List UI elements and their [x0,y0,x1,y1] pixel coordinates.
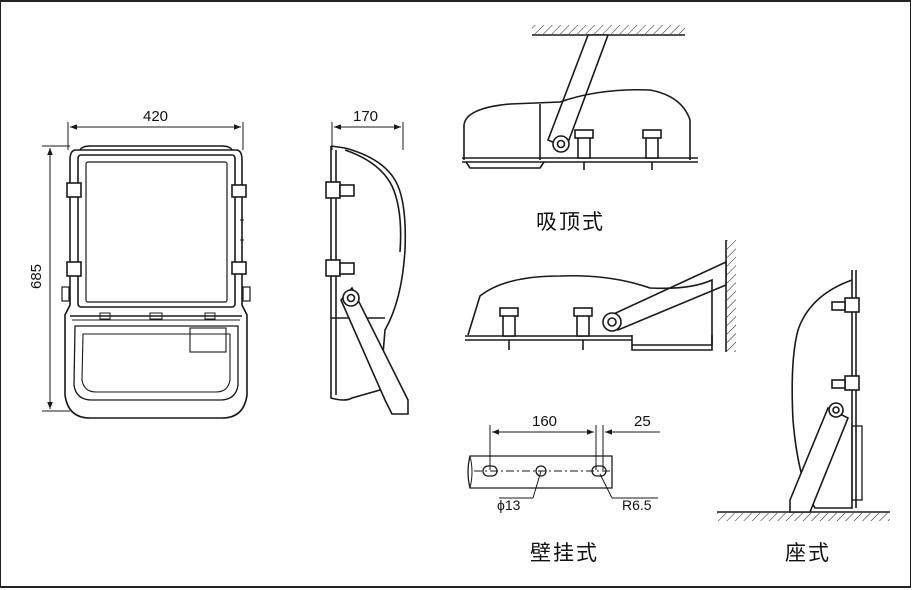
dim-slot-radius: R6.5 [622,497,652,513]
dim-front-height: 685 [28,263,46,290]
dim-hole-spacing: 160 [532,413,558,430]
dim-hole-offset: 25 [634,413,651,430]
dim-side-depth: 170 [353,108,379,125]
ceiling-mount-view [462,25,698,170]
caption-wall-mount: 壁挂式 [530,541,599,565]
mounting-hole-detail [467,425,660,499]
dim-front-width: 420 [143,108,169,125]
caption-floor-mount: 座式 [785,541,831,565]
side-view [325,122,409,415]
front-view [42,122,251,419]
wall-mount-view [465,240,736,352]
floor-mount-view [717,270,890,521]
dim-hole-diameter: ϕ13 [497,497,521,513]
caption-ceiling-mount: 吸顶式 [536,210,605,234]
